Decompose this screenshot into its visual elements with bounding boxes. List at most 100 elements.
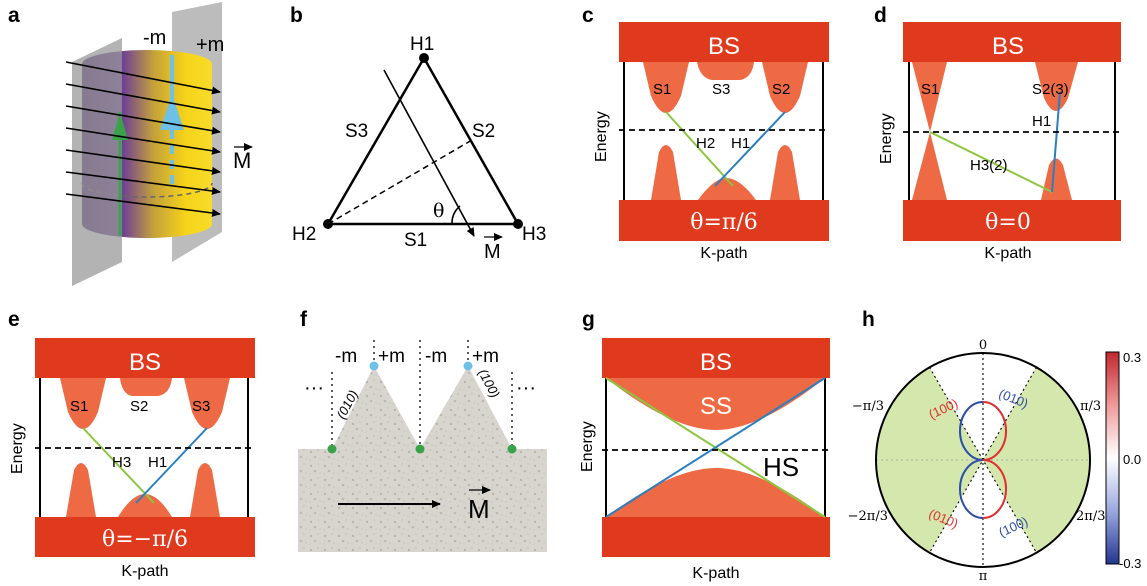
angle-label-bottom: π [979,569,988,584]
colorbar [1105,351,1120,565]
surface-label-e3: S3 [192,398,210,415]
hinge-state-green-d [929,131,1053,193]
lobe-blue-upper-right [959,401,984,461]
surface-label-c2: S3 [712,81,730,98]
hinge-state-blue-c [714,111,786,187]
lobe-red-upper-left [982,401,1007,461]
band-upper-left-e [60,378,106,429]
axis-label-energy-c: Energy [593,111,610,162]
label-s2: S2 [472,121,495,142]
axis-label-energy-e: Energy [9,423,26,474]
colorbar-tick-zero: 0.0 [1123,452,1141,467]
panel-label-g: g [582,308,595,331]
label-theta: θ [433,200,444,222]
magnetization-direction-arrow [383,69,475,237]
hinge-label-e2: H1 [148,454,167,471]
label-plus-m: +m [196,34,224,56]
label-f-minus-m-2: -m [425,346,447,367]
hinge-label-c1: H2 [696,135,715,152]
band-upper-right-e [184,378,230,429]
magnetization-arrow-6 [65,171,221,195]
panel-d: d Energy BS S1 S2(3) H1 H3(2) θ=0 K-path [874,4,1121,262]
panel-label-e: e [8,308,20,331]
magnetization-arrow-2 [65,83,221,115]
bulk-states-bottom-e [35,517,255,557]
theta-value-d: θ=0 [985,210,1031,235]
panel-a: a -m +m M [8,2,253,286]
hinge-point-top-1 [369,361,379,371]
panel-h: h (100) (010) (010) (100) 0 π −π/3 π/3 −… [848,308,1142,584]
polar-circle [875,352,1091,568]
angle-label-right-upper: π/3 [1080,399,1101,414]
vertex-h2 [323,219,333,229]
sector-lower-left [876,460,983,553]
bulk-states-bottom-c [619,200,829,241]
vertex-h3 [513,219,523,229]
hinge-point-bottom-3 [507,444,517,454]
band-lower-left-c [651,145,681,200]
surface-label-c1: S1 [653,81,671,98]
theta-value-e: θ=−π/6 [102,527,188,552]
surface-band-lower-g [606,468,825,517]
bulk-states-top-c [619,22,829,62]
panel-label-b: b [290,4,303,27]
band-upper-mid-c [697,62,754,80]
magnetization-arrow-4 [65,127,221,155]
bs-label-d: BS [992,33,1024,60]
band-lower-mid-e [118,494,172,517]
panel-label-a: a [8,4,20,27]
dashed-median [327,139,473,225]
surface-label-e2: S2 [130,398,148,415]
guide-line-diag-1 [929,367,1037,553]
band-lower-left-e [66,463,96,517]
panel-label-d: d [874,4,887,27]
band-lower-right-e [190,463,220,517]
hinge-label-c2: H1 [731,135,750,152]
panel-label-h: h [862,308,875,331]
band-lower-left-d [912,132,947,200]
surface-label-d1: S1 [921,81,939,98]
label-minus-m: -m [143,27,166,49]
lobe-blue-upper-right-faint [959,401,984,461]
panel-e: e Energy BS S1 S2 S3 H3 H1 θ=−π/6 K-path [8,308,255,580]
hinge-label-d2: H3(2) [970,157,1008,174]
hinge-state-blue-d [1051,91,1061,193]
band-upper-right-c [762,62,808,113]
vector-label-m: M [233,148,251,173]
magnetization-arrow-5 [65,149,221,175]
bulk-states-bottom-d [903,200,1121,241]
band-upper-left-d [912,62,947,132]
hs-label-g: HS [763,452,799,482]
label-h3: H3 [522,224,546,245]
theta-value-c: θ=π/6 [690,210,758,235]
ss-label-g: SS [700,393,732,420]
panel-c: c Energy BS S1 S3 S2 H2 H1 θ=π/6 K-path [582,4,829,262]
label-h1: H1 [410,34,434,55]
axis-label-kpath-e: K-path [121,563,168,580]
label-f-plus-m-2: +m [472,346,499,367]
panel-label-f: f [300,308,308,331]
lobe-red-lower-left-faint [982,459,1007,519]
label-h2: H2 [292,224,316,245]
axis-label-energy-g: Energy [579,421,596,472]
hinge-point-bottom-2 [415,444,425,454]
angle-label-right-lower: 2π/3 [1076,509,1105,524]
band-lower-right-c [770,145,800,200]
hinge-point-bottom-1 [327,444,337,454]
bs-label-c: BS [708,33,740,60]
label-f-plus-m-1: +m [378,346,405,367]
hinge-label-e1: H3 [112,454,131,471]
hinge-state-green-e [82,427,155,504]
band-lower-mid-c [698,178,756,200]
bulk-states-top-e [35,338,255,378]
surface-label-d2: S2(3) [1032,81,1069,98]
ellipsis-left: ··· [304,377,324,399]
theta-arc [451,205,461,225]
green-arrow-icon [112,112,128,140]
bulk-states-bottom-g [602,517,830,557]
panel-label-c: c [582,4,594,27]
label-s3: S3 [345,121,368,142]
vertex-h1 [419,53,429,63]
panel-g: g Energy BS SS HS K-path [579,308,830,582]
band-upper-right-d [1035,62,1078,111]
